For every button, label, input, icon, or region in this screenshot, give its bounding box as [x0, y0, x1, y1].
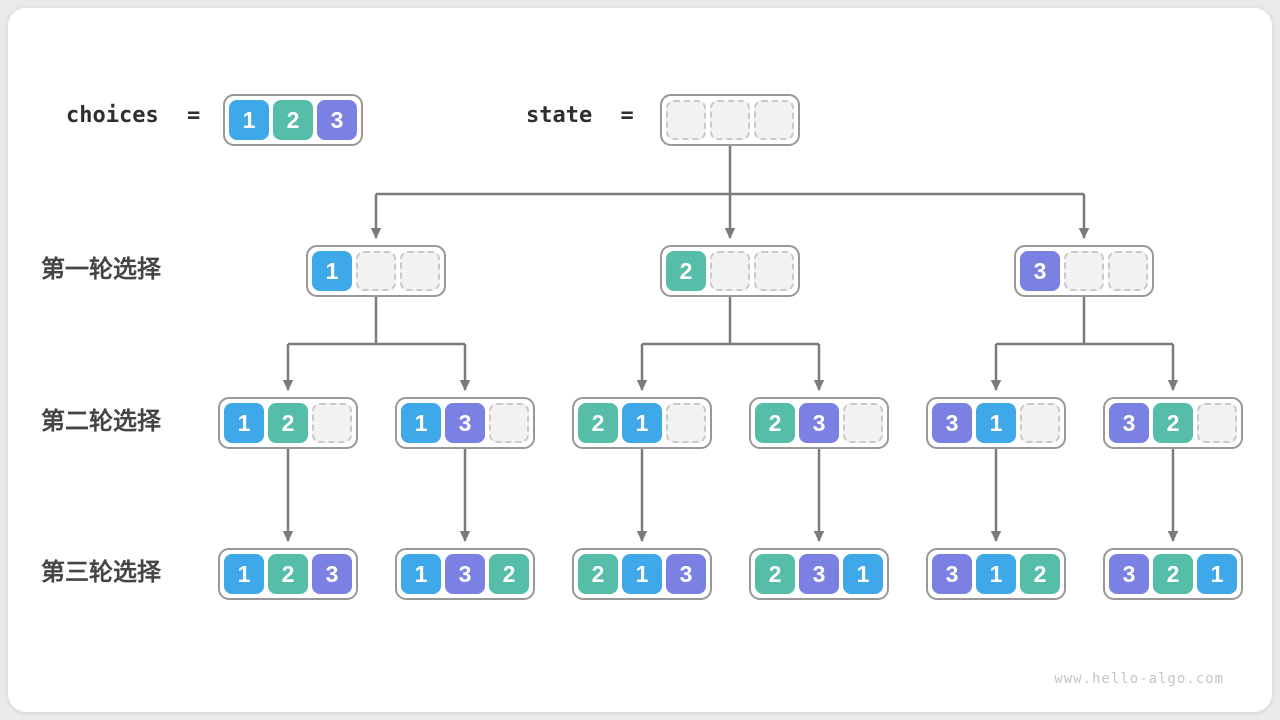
tree-node: 1: [306, 245, 446, 297]
sequence-cell: 1: [224, 403, 264, 443]
sequence-cell: 3: [445, 403, 485, 443]
choices-array: 1 2 3: [223, 94, 363, 146]
sequence-cell: [356, 251, 396, 291]
sequence-cell: 3: [1109, 403, 1149, 443]
tree-node: 2: [660, 245, 800, 297]
sequence-cell: 3: [1109, 554, 1149, 594]
sequence-cell: 2: [1020, 554, 1060, 594]
sequence-cell: [1197, 403, 1237, 443]
sequence-cell: 1: [401, 403, 441, 443]
state-cell: [754, 100, 794, 140]
sequence-cell: [312, 403, 352, 443]
state-cell: [666, 100, 706, 140]
tree-node: 3: [1014, 245, 1154, 297]
round-2-label: 第二轮选择: [41, 408, 161, 435]
round-1-label: 第一轮选择: [41, 256, 161, 283]
sequence-cell: [1108, 251, 1148, 291]
state-label: state =: [526, 103, 634, 128]
sequence-cell: 3: [445, 554, 485, 594]
sequence-cell: 2: [1153, 403, 1193, 443]
tree-node: 3 2 1: [1103, 548, 1243, 600]
sequence-cell: 1: [1197, 554, 1237, 594]
tree-node: 3 1 2: [926, 548, 1066, 600]
sequence-cell: 1: [976, 403, 1016, 443]
sequence-cell: [754, 251, 794, 291]
sequence-cell: 1: [312, 251, 352, 291]
choices-label: choices =: [66, 103, 200, 128]
choices-cell: 2: [273, 100, 313, 140]
tree-node: 2 1 3: [572, 548, 712, 600]
sequence-cell: 1: [976, 554, 1016, 594]
round-3-label: 第三轮选择: [41, 559, 161, 586]
diagram-card: choices = 1 2 3 state = 第一轮选择 第二轮选择 第三轮选…: [8, 8, 1272, 712]
tree-node: 2 1: [572, 397, 712, 449]
sequence-cell: 3: [799, 554, 839, 594]
sequence-cell: 3: [1020, 251, 1060, 291]
sequence-cell: 1: [622, 403, 662, 443]
tree-node: 3 2: [1103, 397, 1243, 449]
sequence-cell: 3: [932, 403, 972, 443]
choices-cell: 3: [317, 100, 357, 140]
sequence-cell: [666, 403, 706, 443]
tree-node: 1 3 2: [395, 548, 535, 600]
sequence-cell: 2: [489, 554, 529, 594]
tree-node: 1 2: [218, 397, 358, 449]
sequence-cell: 2: [755, 403, 795, 443]
sequence-cell: [710, 251, 750, 291]
sequence-cell: 3: [932, 554, 972, 594]
sequence-cell: 2: [268, 403, 308, 443]
sequence-cell: [489, 403, 529, 443]
sequence-cell: 2: [1153, 554, 1193, 594]
sequence-cell: [400, 251, 440, 291]
tree-node: 3 1: [926, 397, 1066, 449]
sequence-cell: 2: [578, 554, 618, 594]
sequence-cell: [843, 403, 883, 443]
sequence-cell: 3: [312, 554, 352, 594]
sequence-cell: 1: [224, 554, 264, 594]
sequence-cell: 2: [268, 554, 308, 594]
sequence-cell: 1: [843, 554, 883, 594]
tree-node: 2 3: [749, 397, 889, 449]
sequence-cell: [1020, 403, 1060, 443]
sequence-cell: 3: [799, 403, 839, 443]
sequence-cell: 2: [578, 403, 618, 443]
tree-node: 1 3: [395, 397, 535, 449]
choices-cell: 1: [229, 100, 269, 140]
sequence-cell: [1064, 251, 1104, 291]
state-equals-sign: =: [620, 103, 634, 128]
watermark: www.hello-algo.com: [1054, 671, 1224, 687]
state-array: [660, 94, 800, 146]
sequence-cell: 3: [666, 554, 706, 594]
sequence-cell: 1: [622, 554, 662, 594]
choices-equals-sign: =: [186, 103, 201, 128]
state-cell: [710, 100, 750, 140]
sequence-cell: 1: [401, 554, 441, 594]
sequence-cell: 2: [666, 251, 706, 291]
state-label-text: state: [526, 103, 593, 128]
tree-node: 2 3 1: [749, 548, 889, 600]
choices-label-text: choices: [66, 103, 159, 128]
tree-node: 1 2 3: [218, 548, 358, 600]
sequence-cell: 2: [755, 554, 795, 594]
